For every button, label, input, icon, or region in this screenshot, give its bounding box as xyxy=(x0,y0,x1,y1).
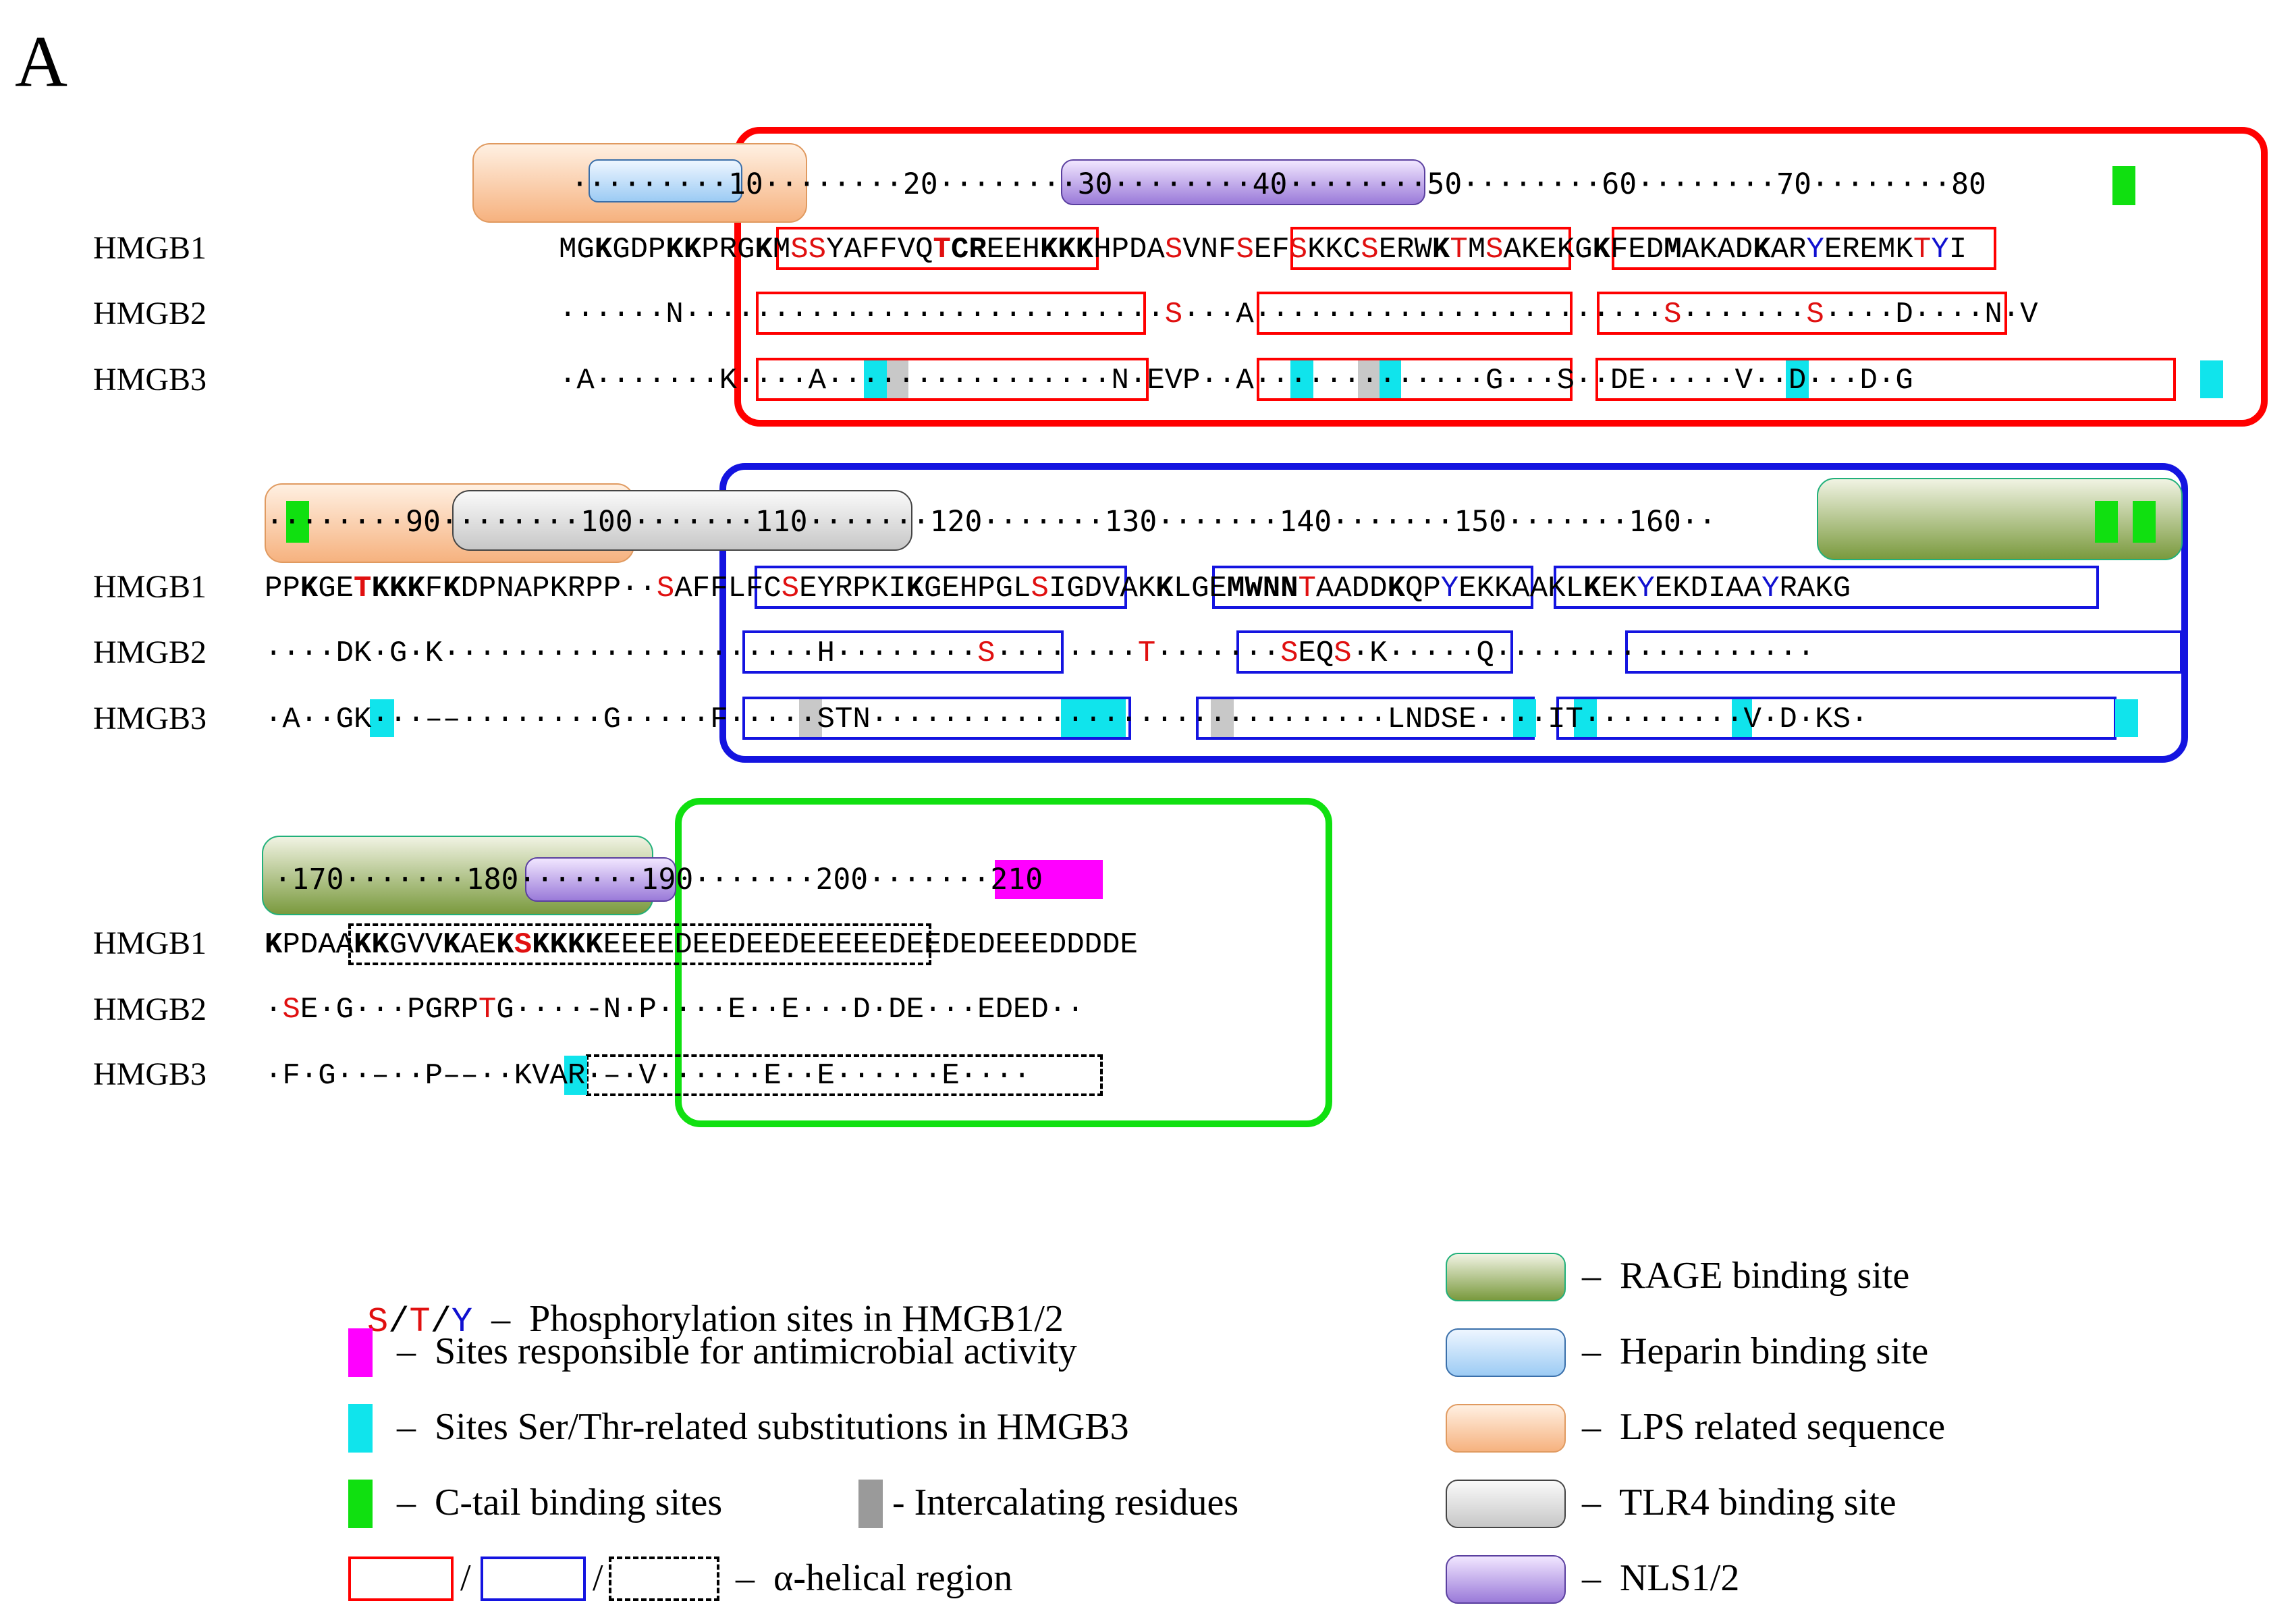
serthr-mark xyxy=(2115,699,2138,737)
intercalating-mark xyxy=(799,699,822,737)
seq-hmgb2-row2: ····DK·G·K·····················H········… xyxy=(265,637,1815,670)
helix-box xyxy=(1554,566,2099,609)
legend-tlr4: – TLR4 binding site xyxy=(1582,1482,1896,1523)
serthr-mark xyxy=(1061,699,1126,737)
domain-box-a xyxy=(734,127,2268,427)
helix-box xyxy=(1625,630,2183,674)
panel-label: A xyxy=(15,22,67,102)
serthr-mark xyxy=(1290,360,1313,398)
legend-tlr4-swatch xyxy=(1446,1480,1566,1528)
label-hmgb2: HMGB2 xyxy=(93,634,207,670)
ruler-row2: ········90········100·······110·······12… xyxy=(266,505,1716,539)
seq-hmgb3-row1: ·A·······K····A················N·EVP··A·… xyxy=(559,364,1913,398)
legend-nls-swatch xyxy=(1446,1555,1566,1604)
legend-rage: – RAGE binding site xyxy=(1582,1255,1910,1297)
seq-hmgb2-row1: ······N···························S···A·… xyxy=(559,298,2038,331)
helix-box xyxy=(1212,566,1533,609)
legend-phospho-y: Y xyxy=(451,1302,473,1342)
nls1-capsule xyxy=(1061,159,1425,205)
helix-box xyxy=(742,630,1064,674)
serthr-mark xyxy=(370,699,394,737)
seq-hmgb3-row2: ·A··GK···––········G·····F·····STN······… xyxy=(265,703,1869,736)
legend-helix-dashed-swatch xyxy=(609,1557,719,1601)
label-hmgb3: HMGB3 xyxy=(93,362,207,398)
legend-helix-slash: / xyxy=(593,1557,603,1599)
ctail-mark xyxy=(286,501,309,543)
heparin-capsule xyxy=(589,159,742,202)
legend-intercalating: - Intercalating residues xyxy=(892,1482,1239,1523)
legend-helix-blue-swatch xyxy=(481,1557,586,1601)
helix-box xyxy=(742,697,1131,740)
legend-helix-slash: / xyxy=(460,1557,471,1599)
legend-serthr: – Sites Ser/Thr-related substitutions in… xyxy=(397,1406,1129,1448)
legend-lps: – LPS related sequence xyxy=(1582,1406,1946,1448)
seq-hmgb1-row3: KPDAAKKGVVKAEKSKKKKEEEEDEEDEEDEEEEEDEEDE… xyxy=(265,928,1138,962)
seq-hmgb1-row1: MGKGDPKKPRGKMSSYAFFVQTCREEHKKKHPDASVNFSE… xyxy=(559,233,1967,267)
ruler-row1: ·········10········20········30········4… xyxy=(571,167,1986,201)
helix-box xyxy=(1595,358,2176,401)
tlr4-capsule xyxy=(452,490,912,551)
legend-lps-swatch xyxy=(1446,1404,1566,1453)
ctail-mark xyxy=(2112,166,2135,205)
legend-rage-swatch xyxy=(1446,1253,1566,1301)
legend-serthr-swatch xyxy=(348,1404,373,1453)
seq-hmgb3-row3: ·F·G··–··P––··KVAR·–·V······E··E······E·… xyxy=(265,1059,1031,1093)
serthr-mark xyxy=(864,360,887,398)
legend-phospho-t: T xyxy=(409,1302,431,1342)
lps-capsule xyxy=(472,143,807,223)
label-hmgb3: HMGB3 xyxy=(93,701,207,736)
legend-heparin: – Heparin binding site xyxy=(1582,1330,1929,1372)
legend-ctail-swatch xyxy=(348,1480,373,1528)
serthr-mark xyxy=(1513,699,1536,737)
helix-box xyxy=(1612,227,1996,270)
label-hmgb2: HMGB2 xyxy=(93,992,207,1027)
helix-box xyxy=(1257,358,1573,401)
ctail-mark xyxy=(2133,501,2156,543)
rage-capsule xyxy=(1817,478,2183,560)
legend-helical: – α-helical region xyxy=(736,1557,1013,1599)
serthr-mark xyxy=(1732,699,1752,737)
legend-antimicrobial-swatch xyxy=(348,1328,373,1377)
serthr-mark xyxy=(1380,360,1401,398)
helix-box-dashed xyxy=(586,1054,1103,1096)
label-hmgb2: HMGB2 xyxy=(93,296,207,331)
serthr-mark xyxy=(2200,360,2223,398)
label-hmgb1: HMGB1 xyxy=(93,569,207,605)
helix-box xyxy=(1597,292,2007,335)
legend-phospho-text: – Phosphorylation sites in HMGB1/2 xyxy=(491,1298,1064,1340)
ctail-mark xyxy=(2095,501,2118,543)
label-hmgb3: HMGB3 xyxy=(93,1056,207,1092)
legend-antimicrobial: – Sites responsible for antimicrobial ac… xyxy=(397,1330,1077,1372)
helix-box xyxy=(1290,227,1571,270)
antimicrobial-mark xyxy=(995,860,1103,899)
label-hmgb1: HMGB1 xyxy=(93,230,207,266)
intercalating-mark xyxy=(887,360,908,398)
helix-box xyxy=(1257,292,1573,335)
legend-intercalating-swatch xyxy=(858,1480,883,1528)
legend-phospho: S/T/Y – Phosphorylation sites in HMGB1/2 xyxy=(367,1298,1064,1342)
nls2-capsule xyxy=(525,857,676,902)
label-hmgb1: HMGB1 xyxy=(93,925,207,961)
serthr-mark xyxy=(1574,699,1597,737)
ruler-row3: ·170·······180·······190·······200······… xyxy=(274,863,1043,896)
helix-box-dashed xyxy=(348,923,931,965)
legend-nls: – NLS1/2 xyxy=(1582,1557,1740,1599)
helix-box xyxy=(756,292,1146,335)
helix-box xyxy=(755,566,1127,609)
serthr-mark xyxy=(564,1056,587,1095)
intercalating-mark xyxy=(1358,360,1380,398)
seq-hmgb1-row2: PPKGETKKKFKDPNAPKRPP··SAFFLFCSEYRPKIKGEH… xyxy=(265,572,1851,605)
helix-box xyxy=(756,358,1149,401)
helix-box xyxy=(776,227,1099,270)
serthr-mark xyxy=(1786,360,1809,398)
domain-box-b xyxy=(719,463,2188,763)
seq-hmgb2-row3: ·SE·G···PGRPTG····-N·P····E··E···D·DE···… xyxy=(265,993,1085,1027)
legend-helix-red-swatch xyxy=(348,1557,454,1601)
legend-ctail: – C-tail binding sites xyxy=(397,1482,723,1523)
legend-heparin-swatch xyxy=(1446,1328,1566,1377)
helix-box xyxy=(1236,630,1513,674)
intercalating-mark xyxy=(1211,699,1234,737)
